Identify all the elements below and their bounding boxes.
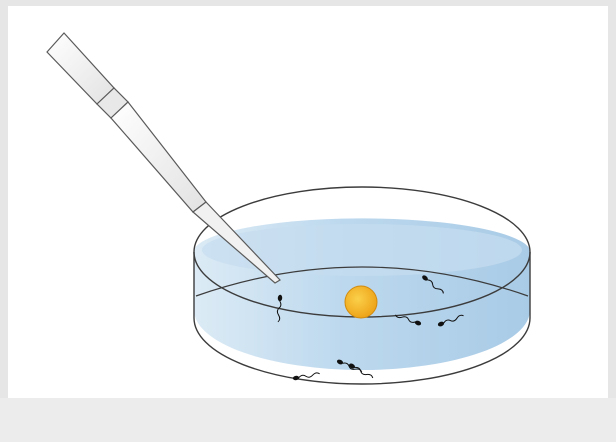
pipette-shaft xyxy=(111,102,206,212)
sperm-cell xyxy=(292,372,320,381)
petri-dish xyxy=(194,187,530,384)
pipette-bulb xyxy=(47,33,114,104)
pipette xyxy=(47,33,280,283)
egg-cell xyxy=(345,286,377,318)
